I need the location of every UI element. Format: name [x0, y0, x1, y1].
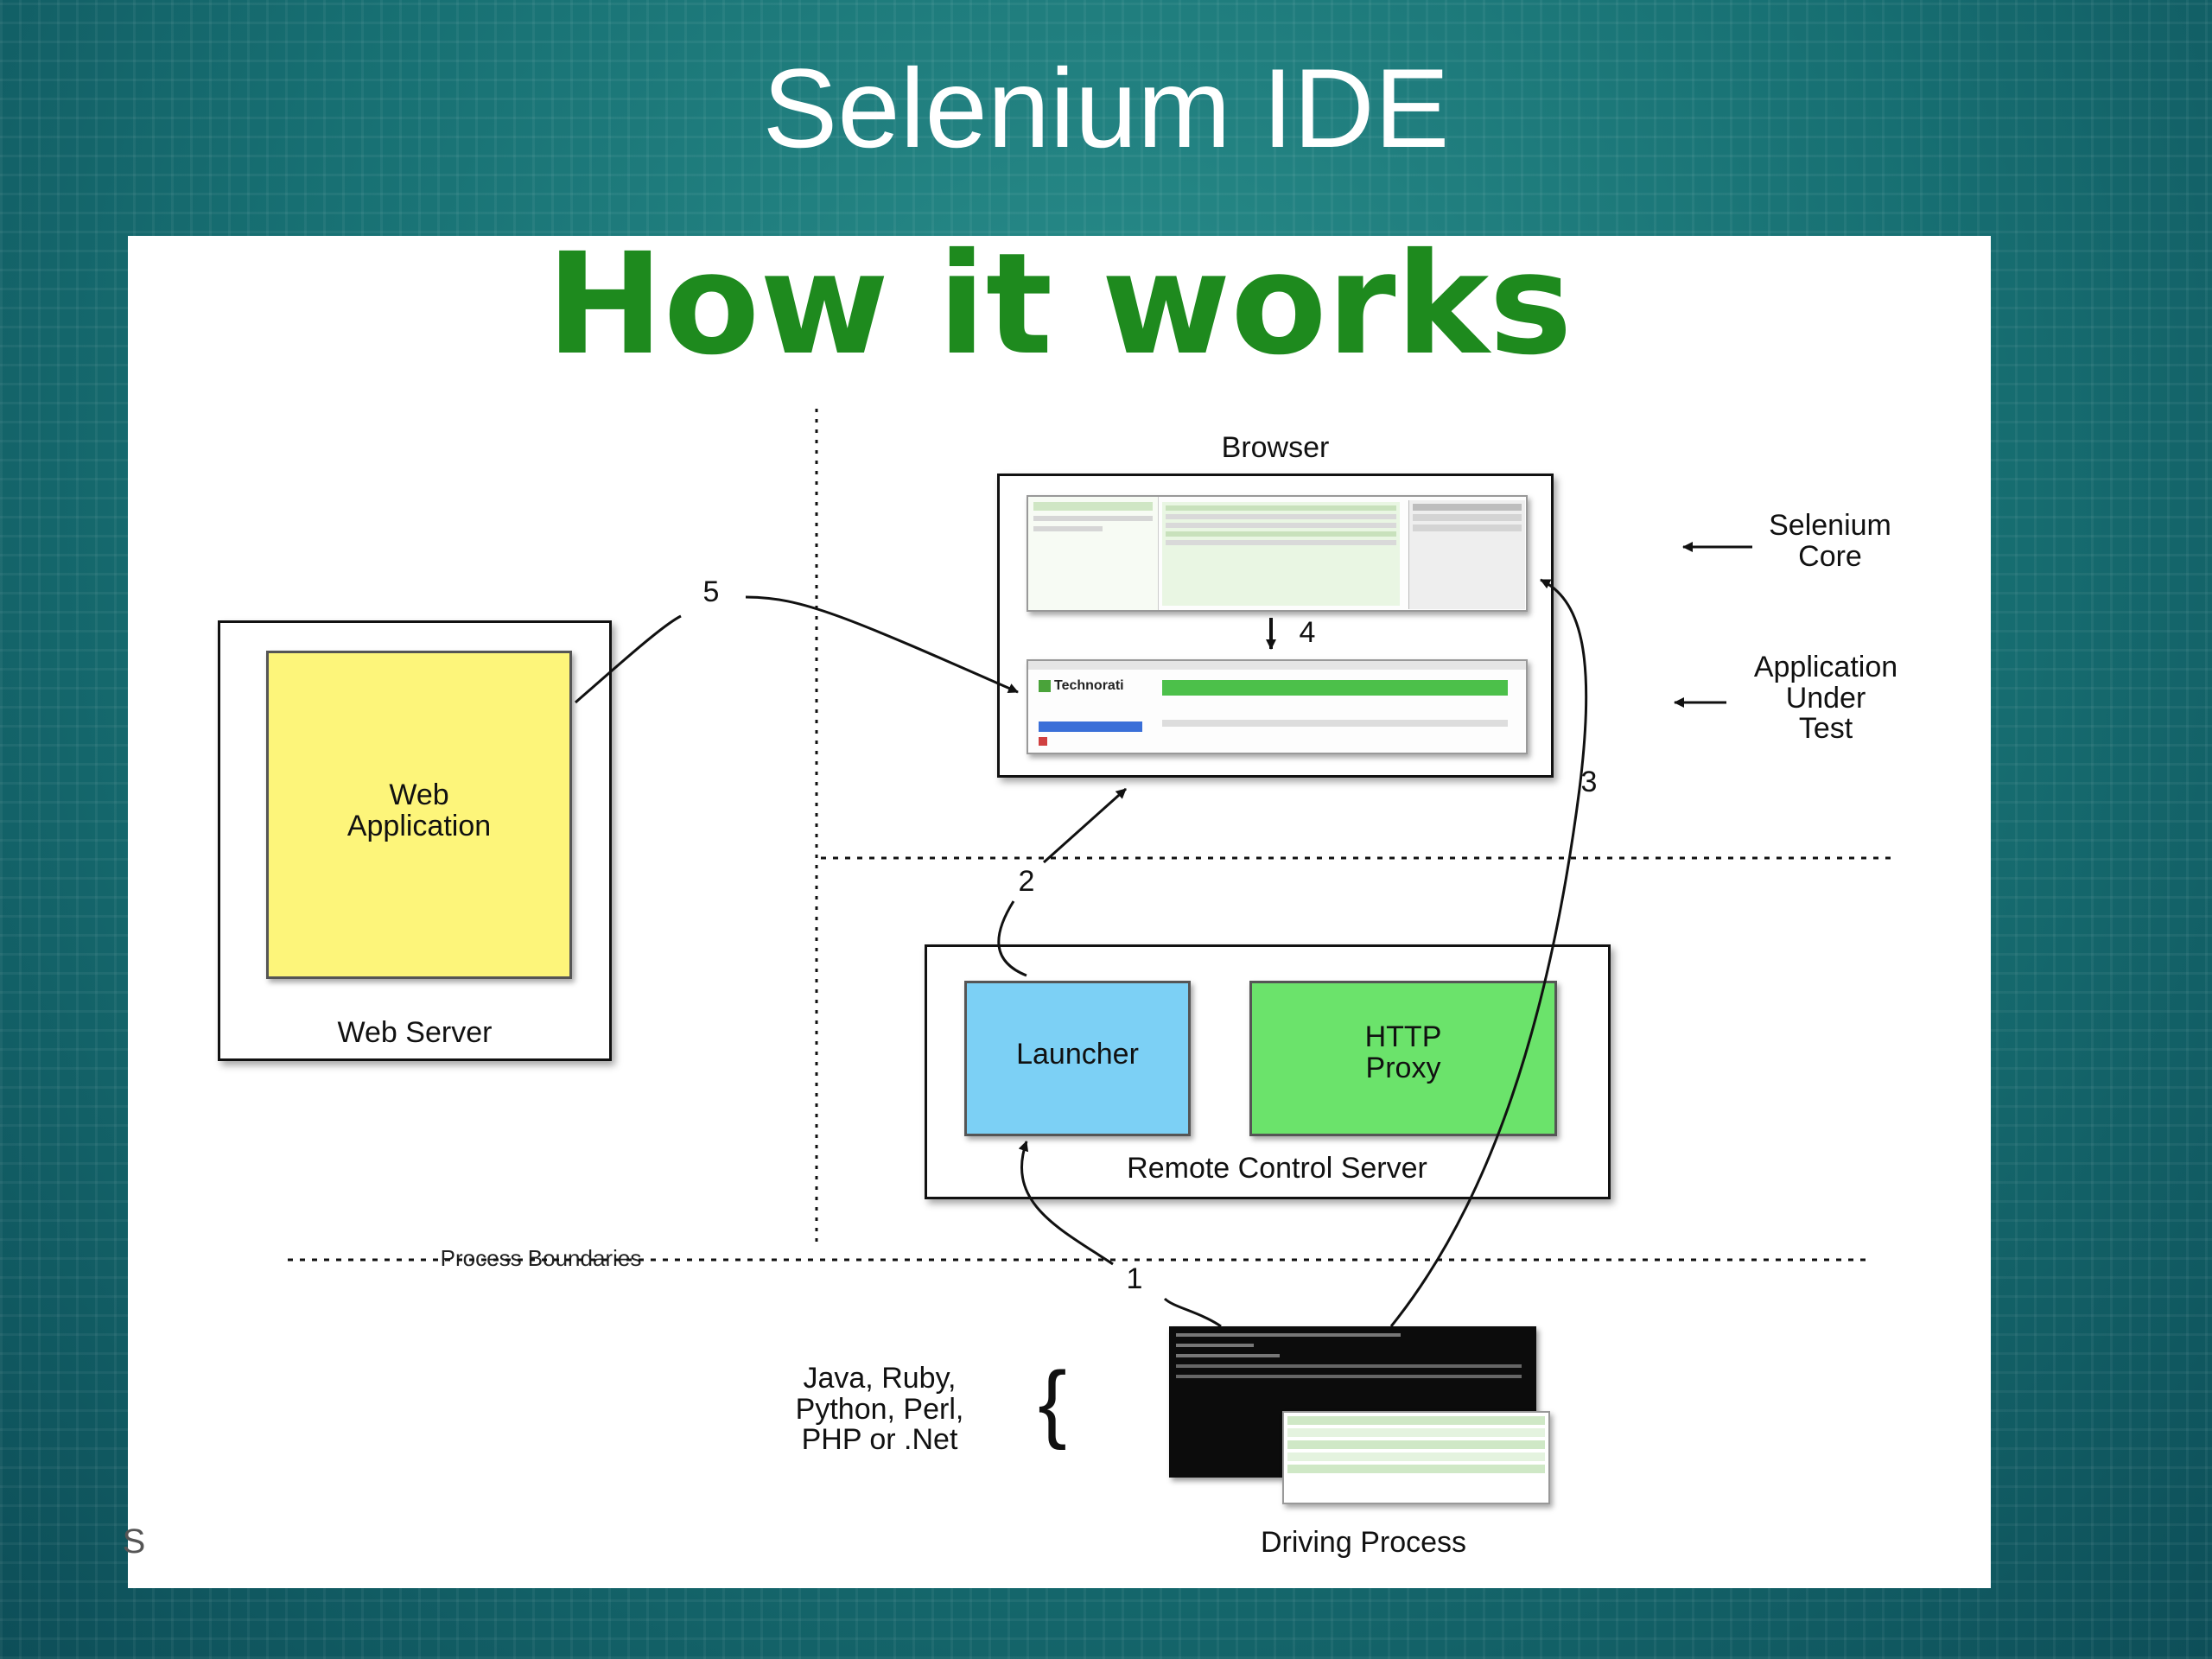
edge-5 [575, 595, 1018, 702]
browser-label: Browser [1221, 431, 1330, 464]
languages-label: Java, Ruby, Python, Perl, PHP or .Net [795, 1362, 964, 1457]
selenium-core-screenshot [1027, 495, 1528, 612]
web-application-label: Web Application [346, 779, 492, 842]
edge-label-4: 4 [1299, 616, 1316, 649]
remote-control-server-label: Remote Control Server [1127, 1152, 1427, 1185]
brace-icon: { [1038, 1354, 1067, 1451]
application-under-test-label: Application Under Test [1753, 651, 1898, 746]
selenium-core-label: Selenium Core [1769, 509, 1891, 573]
http-proxy-label: HTTP Proxy [1364, 1020, 1442, 1084]
web-server-label: Web Server [337, 1016, 493, 1049]
edge-label-2: 2 [1018, 865, 1035, 898]
edge-label-3: 3 [1580, 766, 1598, 798]
edge-3 [1389, 578, 1588, 1327]
edge-2 [997, 789, 1126, 977]
technorati-logo-text: Technorati [1054, 678, 1124, 693]
edge-label-5: 5 [702, 575, 720, 608]
results-table-screenshot [1282, 1411, 1550, 1504]
launcher-box [964, 981, 1191, 1136]
process-boundaries-label: Process Boundaries [403, 1246, 679, 1271]
panel-title: How it works [546, 224, 1573, 386]
connector-layer [288, 409, 1895, 1328]
edge-1 [1022, 1141, 1222, 1328]
edge-label-1: 1 [1126, 1262, 1143, 1295]
diagram-panel: How it works Web Application Web Server … [123, 224, 1991, 1588]
corner-glyph: S [122, 1522, 146, 1560]
driving-process-label: Driving Process [1260, 1526, 1467, 1559]
slide-title: Selenium IDE [762, 45, 1450, 171]
web-application-box [266, 651, 572, 979]
application-under-test-screenshot: Technorati [1027, 659, 1528, 754]
launcher-label: Launcher [1016, 1038, 1139, 1071]
